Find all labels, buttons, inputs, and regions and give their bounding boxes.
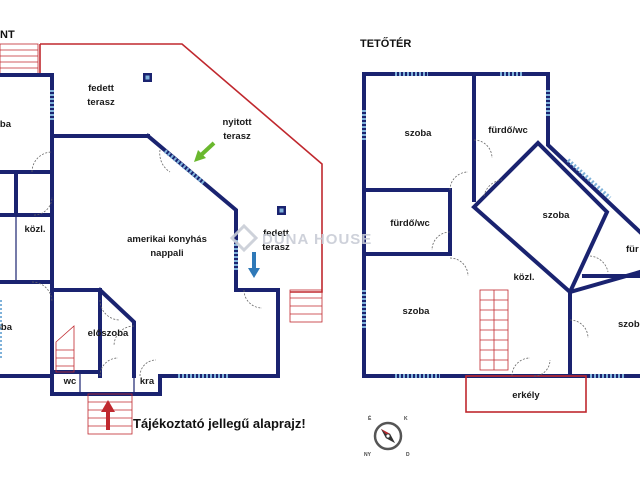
attic-heading: TETŐTÉR (360, 37, 411, 50)
watermark-logo-icon (229, 223, 259, 253)
compass-label-d: D (406, 452, 410, 458)
compass-label-k: K (404, 416, 408, 422)
entrance-arrow-icon (101, 400, 115, 430)
blue-arrow-icon (248, 252, 260, 278)
attic-label-furdo-right: für (626, 244, 639, 255)
attic-label-szoba-center: szoba (543, 210, 571, 221)
attic-label-szoba-bottom-left: szoba (403, 306, 431, 317)
room-label-szoba-top: szoba (0, 119, 12, 130)
attic-label-kozl: közl. (513, 272, 534, 283)
attic-label-furdo-wc-left: fürdő/wc (390, 218, 430, 229)
compass-rose-icon: É K D NY (364, 414, 410, 458)
room-label-kozl: közl. (24, 224, 45, 235)
disclaimer-text: Tájékoztató jellegű alaprajz! (133, 416, 306, 431)
terrace-stair (289, 289, 323, 323)
room-label-szoba-bottom: oba (0, 322, 13, 333)
attic-label-szoba-top-left: szoba (405, 128, 433, 139)
ground-floor-heading: NT (0, 29, 15, 41)
room-label-kamra: kra (140, 376, 155, 387)
attic-label-szoba-bottom-right: szob (618, 319, 640, 330)
compass-label-e: É (368, 414, 372, 422)
compass-label-ny: NY (364, 452, 372, 458)
green-arrow-icon (194, 141, 216, 162)
balcony (465, 375, 587, 413)
attic-stair (479, 289, 509, 371)
terrace-outline (40, 43, 323, 293)
top-stair (0, 43, 39, 75)
watermark: DUNA HOUSE (229, 223, 372, 253)
attic-label-erkely: erkély (512, 390, 540, 401)
inner-stair (55, 325, 75, 373)
attic-label-furdo-wc-top: fürdő/wc (488, 125, 528, 136)
attic-floor: TETŐTÉR (360, 37, 640, 413)
room-label-eloszoba: előszoba (88, 328, 129, 339)
svg-text:DUNA HOUSE: DUNA HOUSE (262, 231, 372, 248)
room-label-wc: wc (63, 376, 77, 387)
